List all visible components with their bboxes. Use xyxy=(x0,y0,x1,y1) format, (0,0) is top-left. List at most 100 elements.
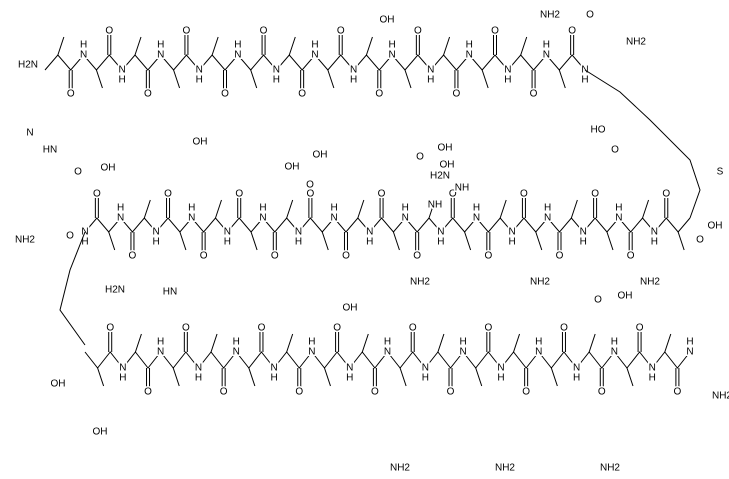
side-chain-label: OH xyxy=(440,160,455,171)
amide-hydrogen: H xyxy=(460,337,467,348)
side-chain-label: NH2 xyxy=(600,463,620,474)
amide-nitrogen: N xyxy=(196,65,203,76)
amide-nitrogen: N xyxy=(508,227,515,238)
amide-nitrogen: N xyxy=(331,213,338,224)
amide-hydrogen: H xyxy=(234,40,241,51)
backbone-chain xyxy=(584,69,701,219)
amide-nitrogen: N xyxy=(460,347,467,358)
side-chain-label: O xyxy=(306,180,314,191)
side-chain-label: H2N xyxy=(430,171,450,182)
side-chain-bond xyxy=(550,367,558,387)
amide-hydrogen: H xyxy=(331,203,338,214)
side-chain-bond xyxy=(321,231,329,251)
side-chain-bond xyxy=(179,231,187,251)
side-chain-bond xyxy=(324,367,331,387)
amide-hydrogen: H xyxy=(157,40,164,51)
side-chain-bond xyxy=(392,231,400,251)
side-chain-bond xyxy=(327,69,335,89)
side-chain-label: NH2 xyxy=(712,391,729,402)
carbonyl-oxygen: O xyxy=(591,189,599,200)
amide-nitrogen: N xyxy=(119,363,126,374)
amide-hydrogen: H xyxy=(651,237,658,248)
side-chain-bond xyxy=(520,36,528,56)
side-chain-label: NH xyxy=(428,200,442,211)
amide-hydrogen: H xyxy=(295,237,302,248)
side-chain-label: HN xyxy=(163,287,177,298)
amide-nitrogen: N xyxy=(422,363,429,374)
amide-hydrogen: H xyxy=(573,373,580,384)
amide-nitrogen: N xyxy=(273,65,280,76)
amide-hydrogen: H xyxy=(346,373,353,384)
amide-hydrogen: H xyxy=(119,75,126,86)
side-chain-label: OH xyxy=(101,163,116,174)
side-chain-bond xyxy=(399,367,407,387)
side-chain-label: HO xyxy=(591,125,606,136)
carbonyl-oxygen: O xyxy=(413,251,421,262)
side-chain-bond xyxy=(210,333,218,353)
carbonyl-oxygen: O xyxy=(491,26,499,37)
carbonyl-oxygen: O xyxy=(93,189,101,200)
amide-hydrogen: H xyxy=(311,40,318,51)
side-chain-label: O xyxy=(416,152,424,163)
amide-hydrogen: H xyxy=(615,203,622,214)
side-chain-label: HN xyxy=(43,145,57,156)
amide-nitrogen: N xyxy=(80,50,87,61)
carbonyl-oxygen: O xyxy=(627,251,635,262)
amide-hydrogen: H xyxy=(581,75,588,86)
carbonyl-oxygen: O xyxy=(337,26,345,37)
side-chain-label: OH xyxy=(708,221,723,232)
carbonyl-oxygen: O xyxy=(484,323,492,334)
side-chain-bond xyxy=(535,231,543,251)
amide-hydrogen: H xyxy=(544,203,551,214)
carbonyl-oxygen: O xyxy=(484,251,492,262)
amide-hydrogen: H xyxy=(157,337,164,348)
carbonyl-oxygen: O xyxy=(530,89,538,100)
amide-hydrogen: H xyxy=(196,75,203,86)
amide-nitrogen: N xyxy=(384,347,391,358)
side-chain-bond xyxy=(211,36,219,56)
side-chain-bond xyxy=(57,36,65,56)
amide-hydrogen: H xyxy=(686,337,693,348)
carbonyl-oxygen: O xyxy=(375,89,383,100)
carbonyl-oxygen: O xyxy=(295,387,303,398)
side-chain-bond xyxy=(606,231,614,251)
amide-nitrogen: N xyxy=(366,227,373,238)
amide-nitrogen: N xyxy=(153,227,160,238)
side-chain-label: OH xyxy=(93,427,108,438)
amide-hydrogen: H xyxy=(188,203,195,214)
carbonyl-oxygen: O xyxy=(598,387,606,398)
amide-hydrogen: H xyxy=(508,237,515,248)
carbonyl-oxygen: O xyxy=(271,251,279,262)
amide-hydrogen: H xyxy=(308,337,315,348)
carbonyl-oxygen: O xyxy=(371,387,379,398)
carbonyl-oxygen: O xyxy=(164,189,172,200)
carbonyl-oxygen: O xyxy=(106,323,114,334)
amide-nitrogen: N xyxy=(259,213,266,224)
carbonyl-oxygen: O xyxy=(378,189,386,200)
amide-nitrogen: N xyxy=(466,50,473,61)
carbonyl-oxygen: O xyxy=(200,251,208,262)
amide-hydrogen: H xyxy=(504,75,511,86)
amide-hydrogen: H xyxy=(402,203,409,214)
side-chain-label: O xyxy=(74,167,82,178)
amide-nitrogen: N xyxy=(504,65,511,76)
amide-hydrogen: H xyxy=(259,203,266,214)
side-chain-bond xyxy=(464,231,472,251)
amide-nitrogen: N xyxy=(649,363,656,374)
side-chain-bond xyxy=(173,69,181,89)
side-chain-bond xyxy=(97,367,105,387)
carbonyl-oxygen: O xyxy=(221,89,229,100)
carbonyl-oxygen: O xyxy=(298,89,306,100)
side-chain-bond xyxy=(443,36,451,56)
carbonyl-oxygen: O xyxy=(260,26,268,37)
amide-hydrogen: H xyxy=(119,373,126,384)
amide-nitrogen: N xyxy=(119,65,126,76)
side-chain-bond xyxy=(248,367,256,387)
side-chain-label: O xyxy=(594,295,602,306)
side-chain-bond xyxy=(513,333,521,353)
amide-nitrogen: N xyxy=(473,213,480,224)
amide-hydrogen: H xyxy=(270,373,277,384)
amide-nitrogen: N xyxy=(535,347,542,358)
amide-hydrogen: H xyxy=(580,237,587,248)
side-chain-bond xyxy=(288,36,296,56)
